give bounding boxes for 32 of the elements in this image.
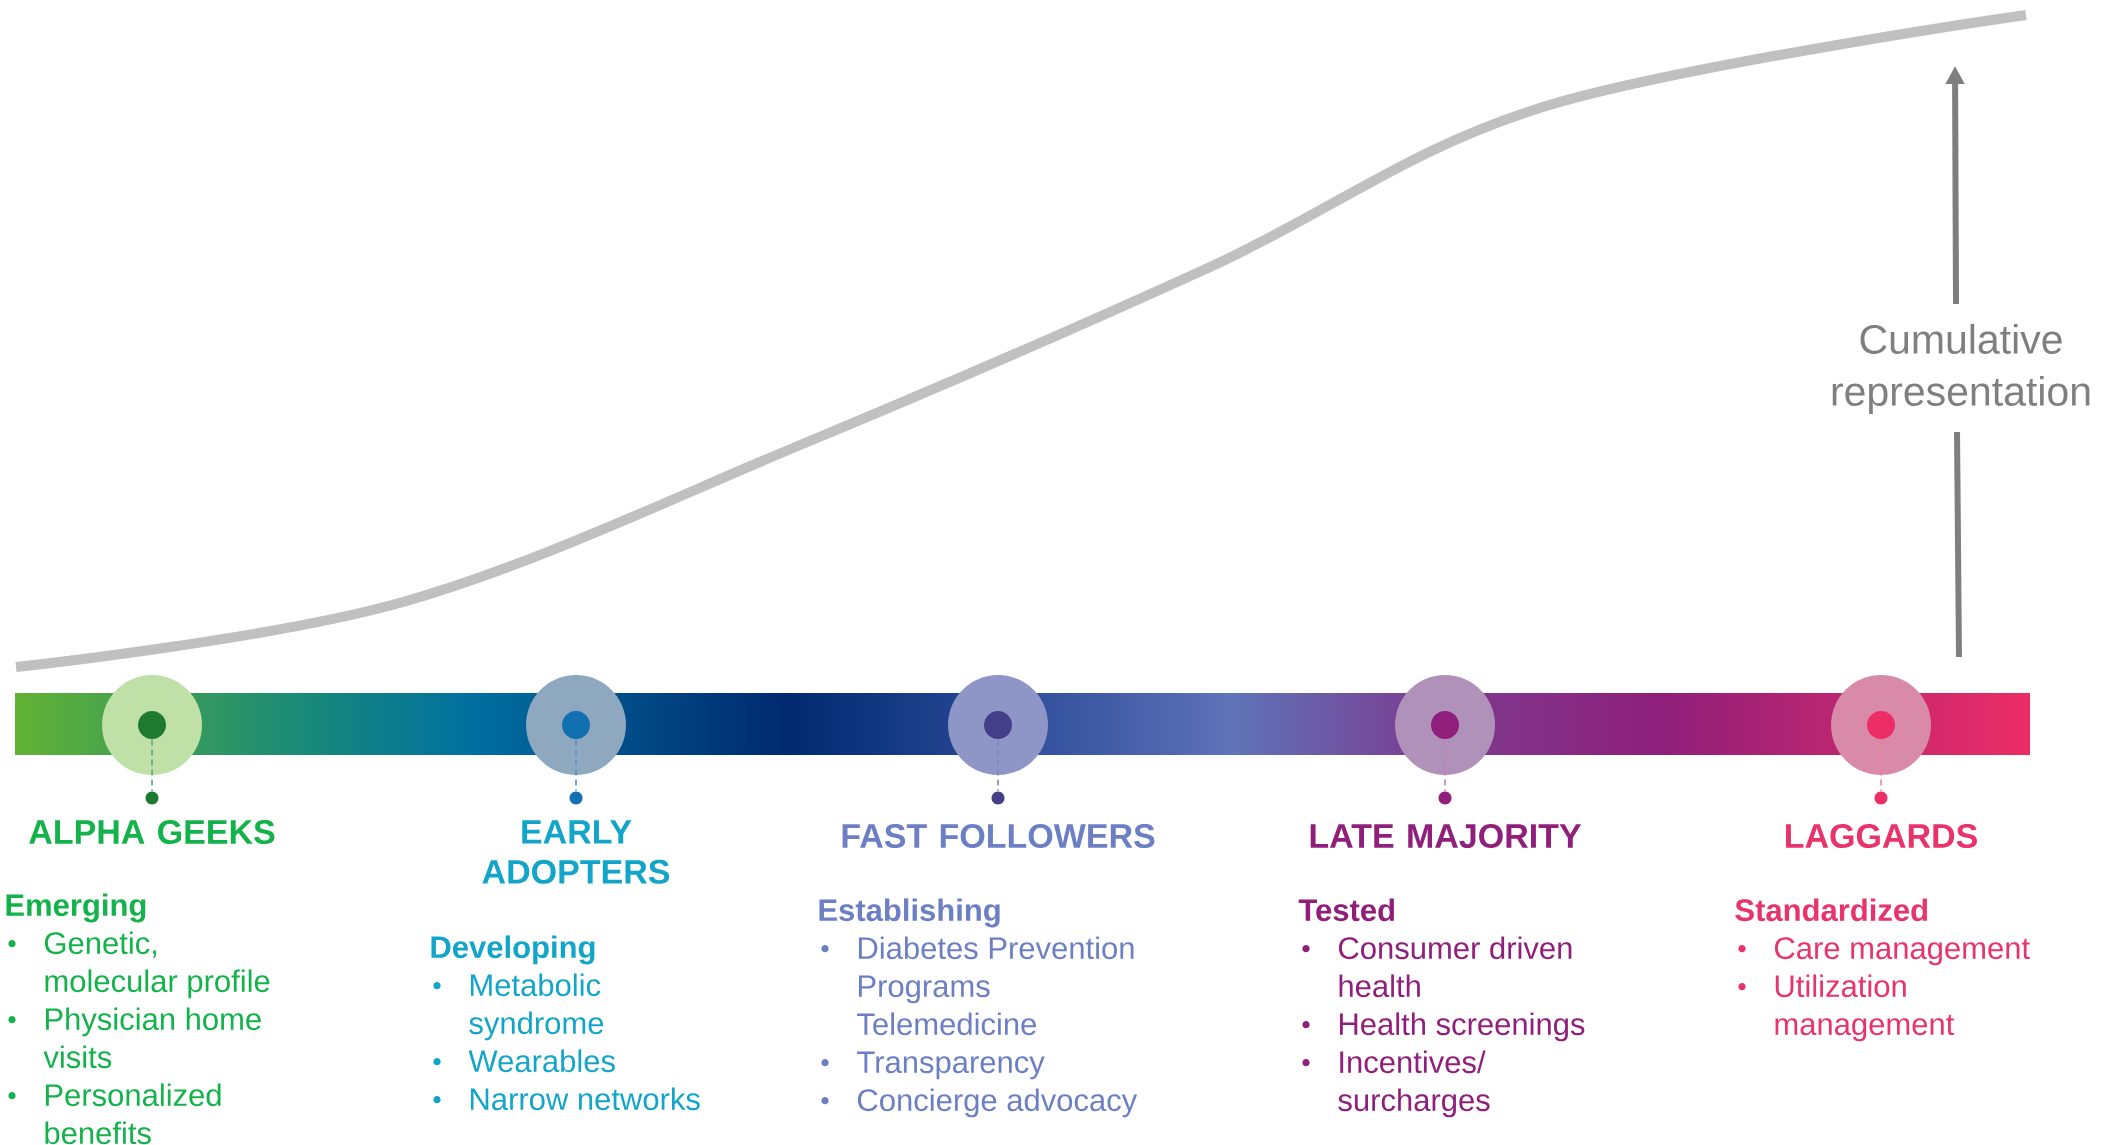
bullet-item: Consumer driven health	[1302, 936, 1572, 998]
marker-circle	[102, 675, 202, 775]
bullet-item: Incentives/ surcharges	[1302, 1050, 1490, 1118]
marker-circle	[948, 675, 1048, 775]
bullet-item: Transparency	[821, 1051, 1045, 1080]
bullet-item: Care management	[1738, 937, 2030, 966]
bullet-item: Physician home visits	[8, 1007, 261, 1069]
stage-label: Establishing	[819, 898, 1000, 928]
stage-label: Developing	[431, 935, 595, 965]
group-heading: LAGGARDS	[1786, 823, 1977, 849]
group-heading: FAST FOLLOWERS	[842, 823, 1155, 849]
bullet-item: Personalized benefits	[8, 1083, 221, 1145]
bullet-item: Utilization management	[1738, 974, 1955, 1042]
bullet-item: Wearables	[433, 1049, 615, 1073]
group-heading: ALPHA GEEKS	[29, 819, 275, 845]
stage-label: Emerging	[6, 893, 146, 923]
leader-line	[575, 738, 577, 792]
bullet-item: Health screenings	[1302, 1012, 1585, 1042]
marker-circle	[1395, 675, 1495, 775]
stage-label: Standardized	[1735, 898, 1927, 922]
marker-circle	[526, 675, 626, 775]
bullet-item: Genetic, molecular profile	[8, 931, 270, 999]
leader-line	[151, 738, 153, 792]
bullet-item: Narrow networks	[433, 1087, 700, 1111]
cumulative-label: Cumulative representation	[1832, 323, 2090, 415]
group-heading: LATE MAJORITY	[1310, 823, 1582, 849]
stage-label: Tested	[1298, 898, 1394, 922]
bullet-item: Concierge advocacy	[821, 1088, 1138, 1118]
group-heading: EARLY ADOPTERS	[482, 820, 670, 884]
marker-circle	[1831, 675, 1931, 775]
bullet-item: Diabetes Prevention Programs Telemedicine	[821, 936, 1134, 1036]
bullet-item: Metabolic syndrome	[433, 973, 604, 1041]
